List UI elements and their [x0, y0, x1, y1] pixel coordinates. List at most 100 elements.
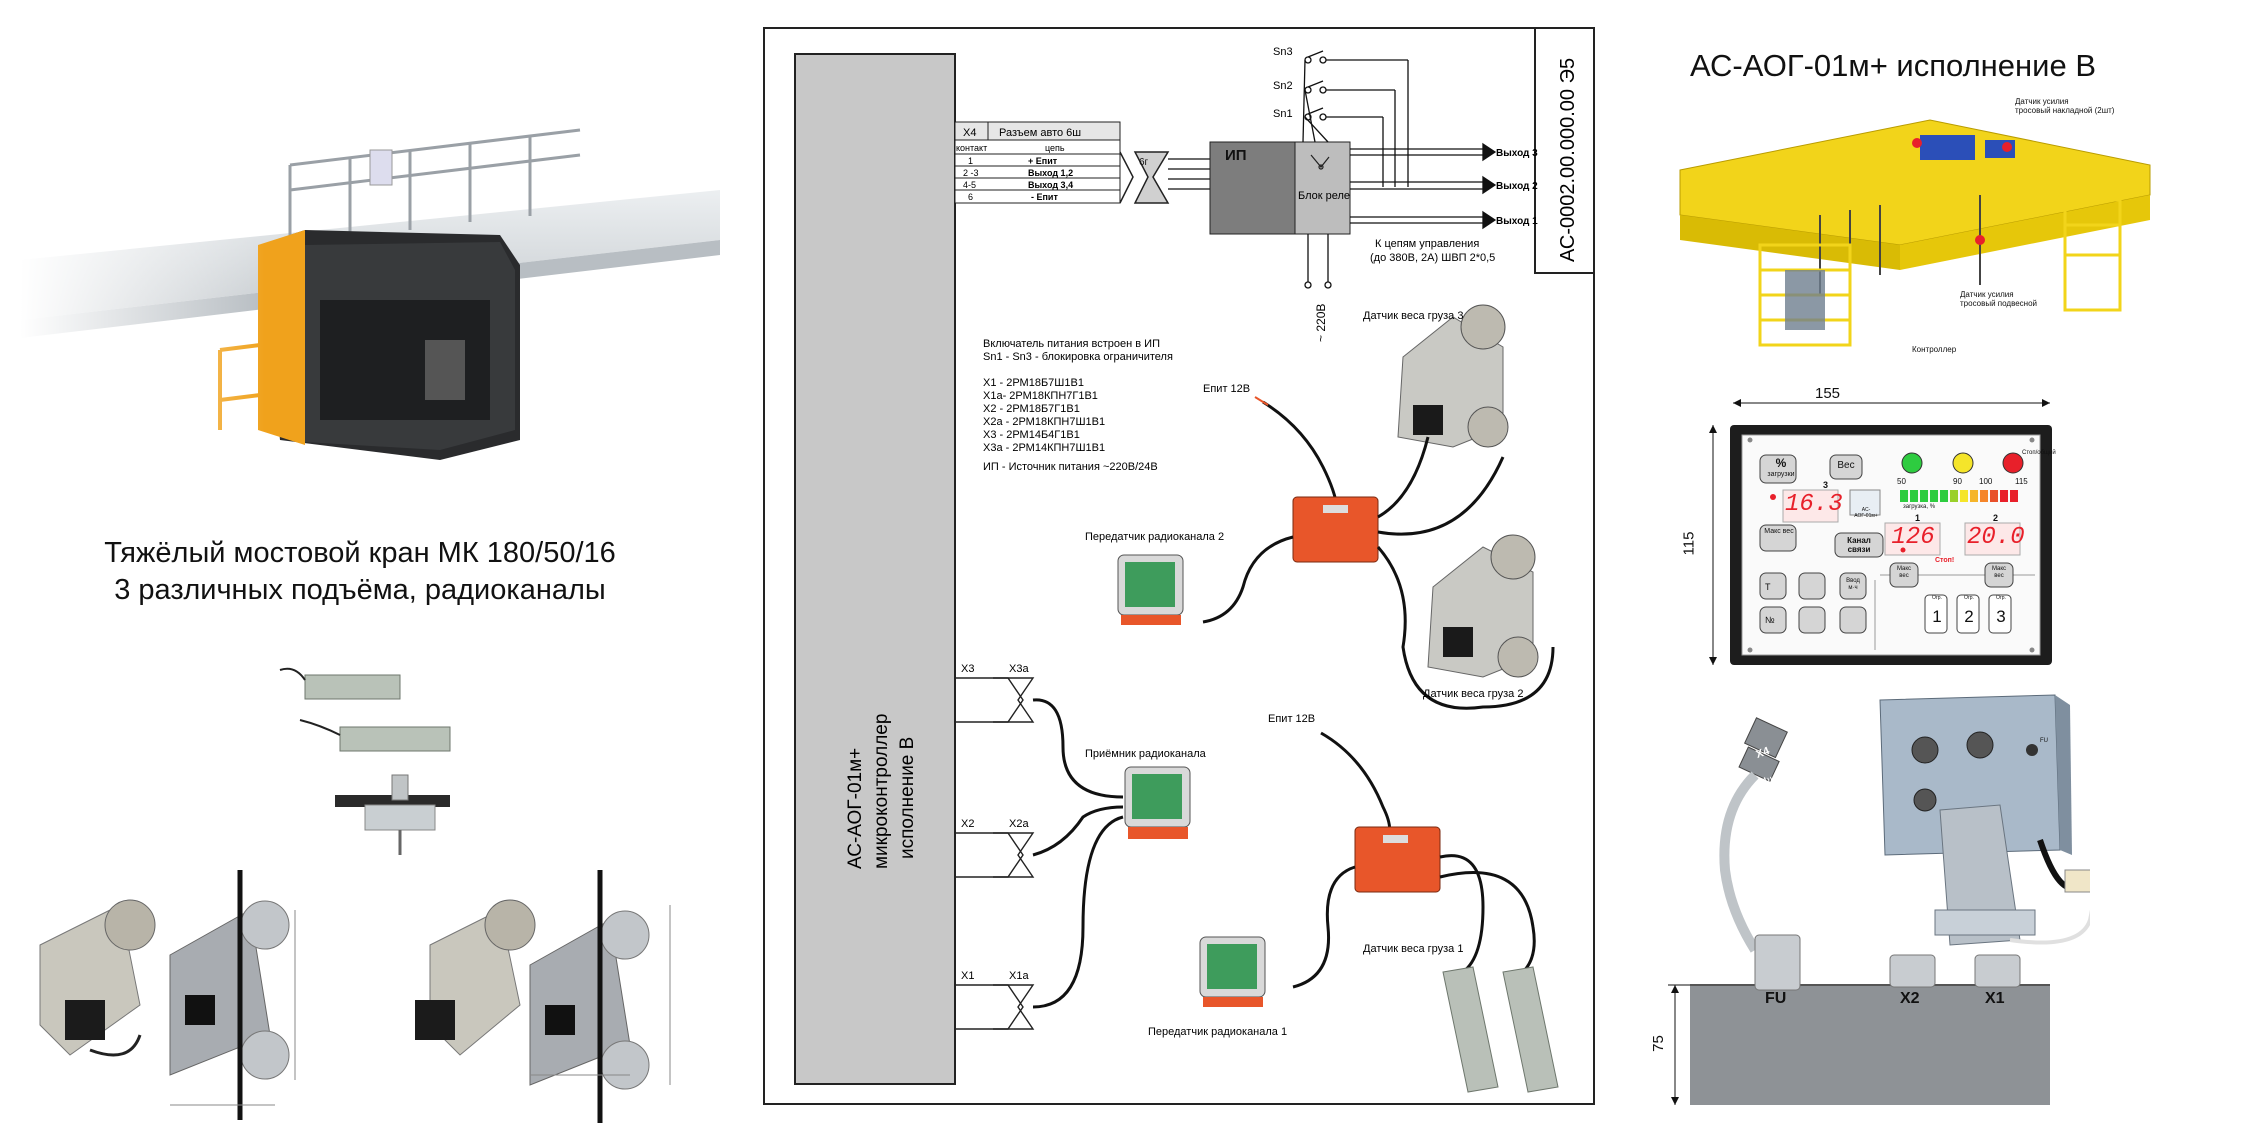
scale-90: 90: [1953, 477, 1962, 486]
output-2: Выход 2: [1496, 181, 1538, 192]
control-note-1: К цепям управления: [1375, 238, 1479, 250]
svg-text:Sn3: Sn3: [1273, 46, 1293, 58]
crane-caption: Тяжёлый мостовой кран МК 180/50/16 3 раз…: [40, 535, 680, 609]
display-2: 20.0: [1967, 524, 2025, 551]
svg-text:Выход 1,2: Выход 1,2: [1028, 168, 1073, 178]
svg-text:X3a: X3a: [1009, 663, 1029, 675]
svg-text:X2а - 2РМ18КПН7Ш1В1: X2а - 2РМ18КПН7Ш1В1: [983, 416, 1105, 428]
tx1-label: Передатчик радиоканала 1: [1148, 1026, 1287, 1038]
transmitter-2: [1292, 496, 1379, 563]
tx2-label: Передатчик радиоканала 2: [1085, 531, 1224, 543]
scale-100: 100: [1979, 477, 1993, 486]
svg-text:Выход 3,4: Выход 3,4: [1028, 180, 1073, 190]
sensor3-label: Датчик веса груза 3: [1363, 310, 1463, 322]
sensor1-label: Датчик веса груза 1: [1363, 943, 1463, 955]
doc-code: АС-0002.00.000.00 Э5: [1557, 58, 1579, 262]
svg-text:Sn1: Sn1: [1273, 108, 1293, 120]
limit-3-label: Огр.: [1996, 595, 2006, 601]
display-1: 126: [1891, 524, 1935, 551]
svg-text:X2a: X2a: [1009, 818, 1029, 830]
svg-text:X1а- 2РМ18КПН7Г1В1: X1а- 2РМ18КПН7Г1В1: [983, 390, 1098, 402]
table-h2: Разъем авто 6ш: [999, 127, 1081, 139]
num-2: 2: [1993, 513, 1999, 523]
crane-note-3: Контроллер: [1912, 345, 1957, 354]
table-sub1: контакт: [956, 143, 987, 153]
svg-text:X2: X2: [961, 818, 974, 830]
tx1-board: [1199, 936, 1266, 1007]
limit-3: 3: [1996, 607, 2006, 626]
svg-text:X1 - 2РМ18Б7Ш1В1: X1 - 2РМ18Б7Ш1В1: [983, 377, 1084, 389]
box-x2: X2: [1900, 990, 1920, 1007]
svg-text:X1a: X1a: [1009, 970, 1029, 982]
box-x1: X1: [1985, 990, 2005, 1007]
svg-text:X3: X3: [961, 663, 974, 675]
crane-caption-line1: Тяжёлый мостовой кран МК 180/50/16: [104, 537, 616, 569]
svg-text:ИП - Источник питания ~220В/2: ИП - Источник питания ~220В/24В: [983, 461, 1158, 473]
x4-plug: 6г: [1119, 151, 1170, 204]
table-sub2: цепь: [1045, 143, 1065, 153]
svg-text:+ Епит: + Епит: [1028, 156, 1058, 166]
limit-1: 1: [1932, 607, 1942, 626]
rx-label: Приёмник радиоканала: [1085, 748, 1207, 760]
svg-text:- Епит: - Епит: [1031, 192, 1058, 202]
svg-text:X2 - 2РМ18Б7Г1В1: X2 - 2РМ18Б7Г1В1: [983, 403, 1080, 415]
control-note-2: (до 380В, 2А) ШВП 2*0,5: [1370, 252, 1495, 264]
svg-text:6г: 6г: [1139, 157, 1149, 168]
table-h1: X4: [963, 127, 976, 139]
svg-text:4-5: 4-5: [963, 180, 976, 190]
crane-cab-illustration: [20, 70, 720, 500]
load-sensor-3: [1397, 304, 1509, 448]
wiring-schematic: АС-0002.00.000.00 Э5 АС-АОГ-01м+ микроко…: [763, 27, 1603, 1107]
rope-sensor-photo-2: [415, 899, 536, 1056]
svg-text:1: 1: [968, 156, 973, 166]
panel-logo: АС-АОГ-01м+: [1854, 507, 1878, 519]
num-3: 3: [1823, 480, 1829, 490]
display-3: 16.3: [1785, 491, 1843, 518]
load-label: загрузка, %: [1903, 504, 1936, 510]
svg-text:Sn1 - Sn3 - блокировка огранич: Sn1 - Sn3 - блокировка ограничителя: [983, 351, 1173, 363]
rope-sensor-drawing-2: [529, 870, 671, 1123]
connector-table: X4 Разъем авто 6ш контакт цепь 1 + Епит …: [954, 121, 1121, 204]
transmitter-1: [1354, 826, 1441, 893]
system-title: АС-АОГ-01м+ исполнение В: [1690, 48, 2097, 83]
sensor2-label: Датчик веса груза 2: [1423, 688, 1523, 700]
power-supply-block: [1209, 141, 1296, 235]
scale-50: 50: [1897, 477, 1906, 486]
relay-block: [1294, 141, 1351, 235]
controller-label-2: микроконтроллер: [871, 714, 892, 869]
rope-sensor-drawing-1: [169, 870, 296, 1120]
svg-text:X1: X1: [961, 970, 974, 982]
svg-text:Sn2: Sn2: [1273, 80, 1293, 92]
limit-switches: Sn3 Sn2 Sn1: [1273, 46, 1409, 187]
limit-2-label: Огр.: [1964, 595, 1974, 601]
controller-block: [794, 53, 956, 1085]
doc-code-box: [1534, 27, 1595, 274]
controller-label-1: АС-АОГ-01м+: [845, 748, 866, 869]
output-3: Выход 3: [1496, 148, 1538, 159]
btn-t: T: [1765, 582, 1771, 592]
controller-box-drawing: X4 4ш FU FU X2 X1 75: [1650, 690, 2096, 1110]
schematic-notes: Включатель питания встроен в ИП Sn1 - Sn…: [983, 338, 1173, 473]
svg-text:6: 6: [968, 192, 973, 202]
svg-text:Включатель питания встроен в И: Включатель питания встроен в ИП: [983, 338, 1160, 350]
tx2-board: [1117, 554, 1184, 625]
load-cell-beam-1: [279, 667, 401, 700]
svg-text:X3 - 2РМ14Б4Г1В1: X3 - 2РМ14Б4Г1В1: [983, 429, 1080, 441]
epit-top: Епит 12В: [1203, 383, 1250, 395]
box-fu-top: FU: [2040, 738, 2048, 744]
dim-width: 155: [1815, 385, 1841, 402]
svg-text:X3а - 2РМ14КПН7Ш1В1: X3а - 2РМ14КПН7Ш1В1: [983, 442, 1105, 454]
svg-text:2 -3: 2 -3: [963, 168, 979, 178]
mains-label: ~ 220В: [1314, 304, 1328, 342]
lamp-stop-label: Стоп/общий: [2022, 450, 2056, 456]
rope-sensor-photo-1: [39, 899, 156, 1057]
btn-input: Ввод м·ч: [1846, 578, 1860, 591]
control-panel-drawing: 155 115 %загрузки Вес Стоп/общий 50 90 1…: [1680, 385, 2065, 675]
box-fu: FU: [1765, 990, 1787, 1007]
dim-height: 115: [1680, 531, 1698, 556]
dim-box-height: 75: [1649, 1035, 1667, 1052]
num-1: 1: [1915, 513, 1921, 523]
